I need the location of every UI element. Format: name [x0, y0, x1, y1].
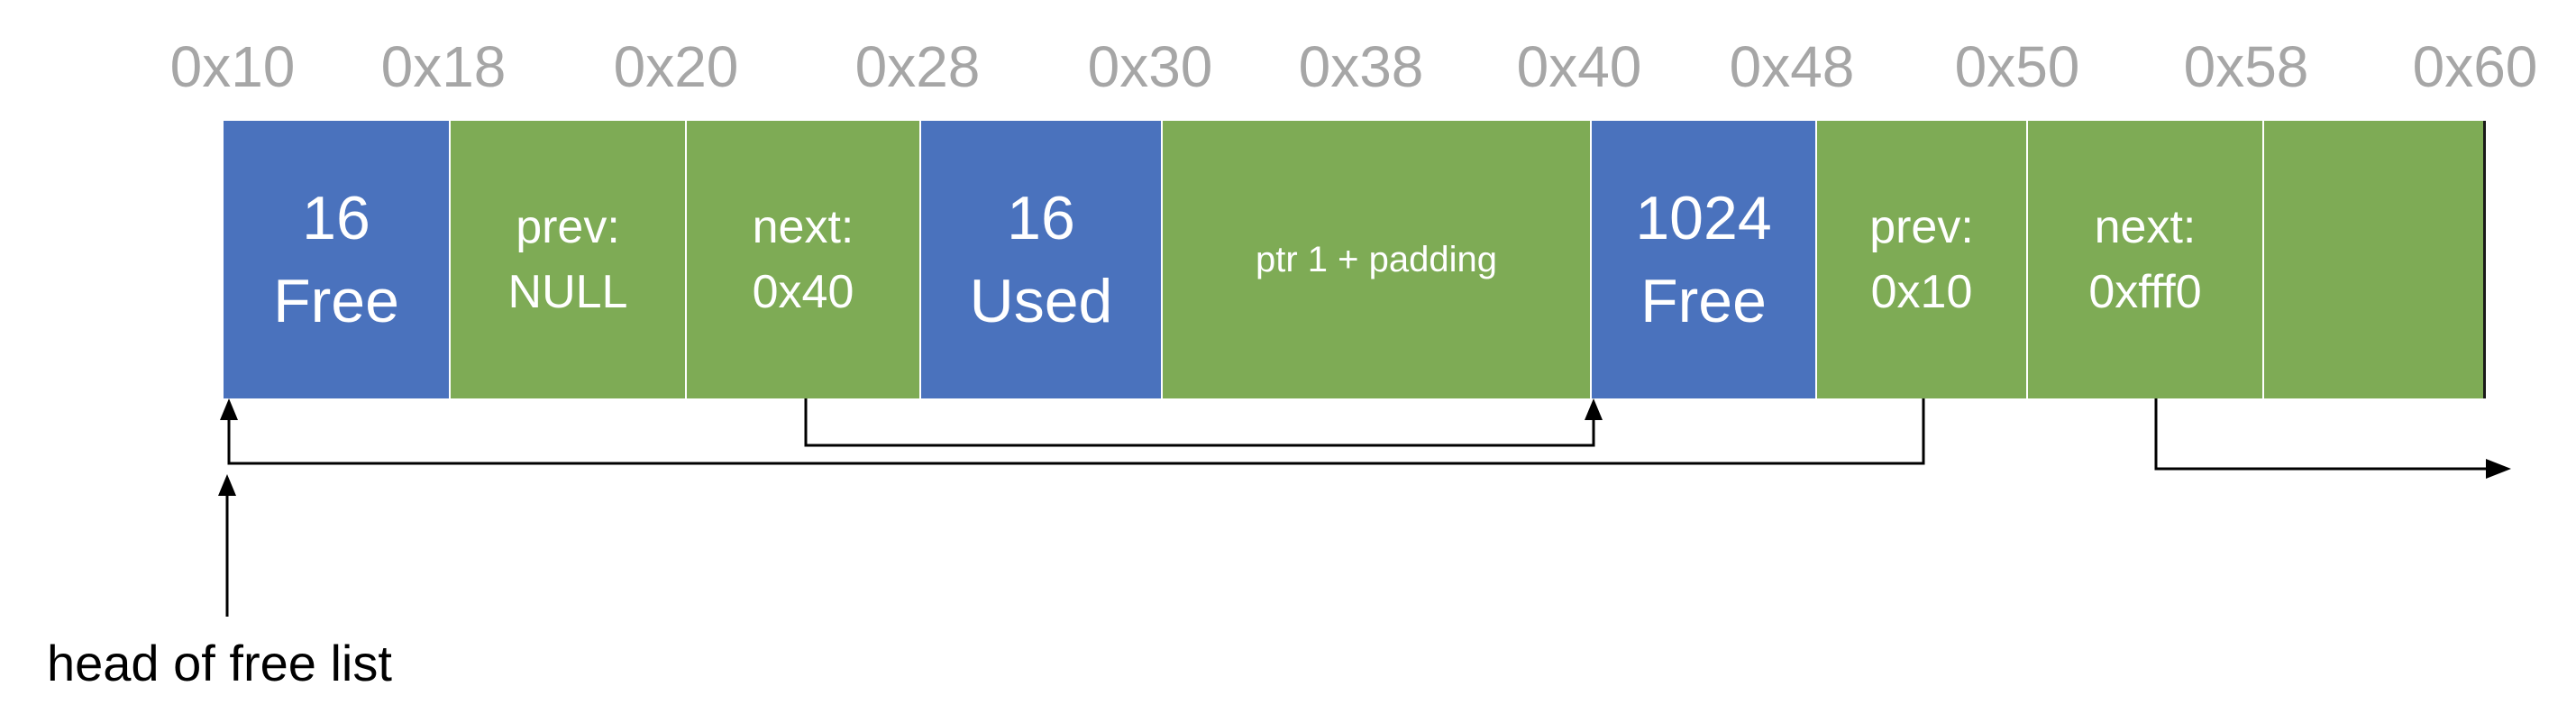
- block-header-used-16: 16 Used: [921, 121, 1163, 398]
- address-label: 0x60: [2412, 34, 2538, 99]
- address-label: 0x20: [613, 34, 739, 99]
- address-label: 0x10: [169, 34, 296, 99]
- address-label: 0x28: [854, 34, 981, 99]
- pointer-value: 0x40: [752, 266, 854, 318]
- pointer-label: prev:: [516, 201, 620, 253]
- pointer-value: NULL: [507, 266, 628, 318]
- prev-pointer-arrow: [227, 398, 1925, 465]
- block-header-free-1024: 1024 Free: [1592, 121, 1817, 398]
- block-prev-pointer: prev: NULL: [451, 121, 687, 398]
- next-offpage-arrow: [2154, 398, 2486, 471]
- pointer-value: 0x10: [1870, 266, 1973, 318]
- payload-label: ptr 1 + padding: [1256, 240, 1497, 279]
- block-status: Free: [1640, 267, 1767, 335]
- pointer-label: next:: [752, 201, 854, 253]
- block-next-pointer: next: 0x40: [687, 121, 921, 398]
- block-size: 1024: [1635, 184, 1772, 252]
- next-pointer-arrow: [804, 398, 1595, 447]
- pointer-label: prev:: [1869, 201, 1974, 253]
- pointer-label: next:: [2094, 201, 2197, 253]
- address-label: 0x38: [1298, 34, 1424, 99]
- arrowhead-icon: [2486, 459, 2511, 479]
- block-free-payload: [2264, 121, 2486, 398]
- address-label: 0x18: [380, 34, 507, 99]
- block-status: Free: [273, 267, 399, 335]
- pointer-value: 0xfff0: [2088, 266, 2202, 318]
- arrowhead-icon: [1585, 398, 1603, 420]
- address-label: 0x48: [1729, 34, 1855, 99]
- block-size: 16: [1007, 184, 1075, 252]
- block-header-free-16: 16 Free: [224, 121, 451, 398]
- arrowhead-icon: [218, 474, 236, 496]
- address-label: 0x58: [2183, 34, 2309, 99]
- address-label: 0x30: [1087, 34, 1213, 99]
- block-status: Used: [969, 267, 1113, 335]
- address-label: 0x40: [1516, 34, 1642, 99]
- block-size: 16: [302, 184, 370, 252]
- block-next-pointer: next: 0xfff0: [2028, 121, 2264, 398]
- block-used-payload: ptr 1 + padding: [1163, 121, 1592, 398]
- address-label: 0x50: [1954, 34, 2080, 99]
- arrowhead-icon: [220, 398, 238, 420]
- head-of-free-list-label: head of free list: [47, 635, 392, 691]
- block-prev-pointer: prev: 0x10: [1817, 121, 2028, 398]
